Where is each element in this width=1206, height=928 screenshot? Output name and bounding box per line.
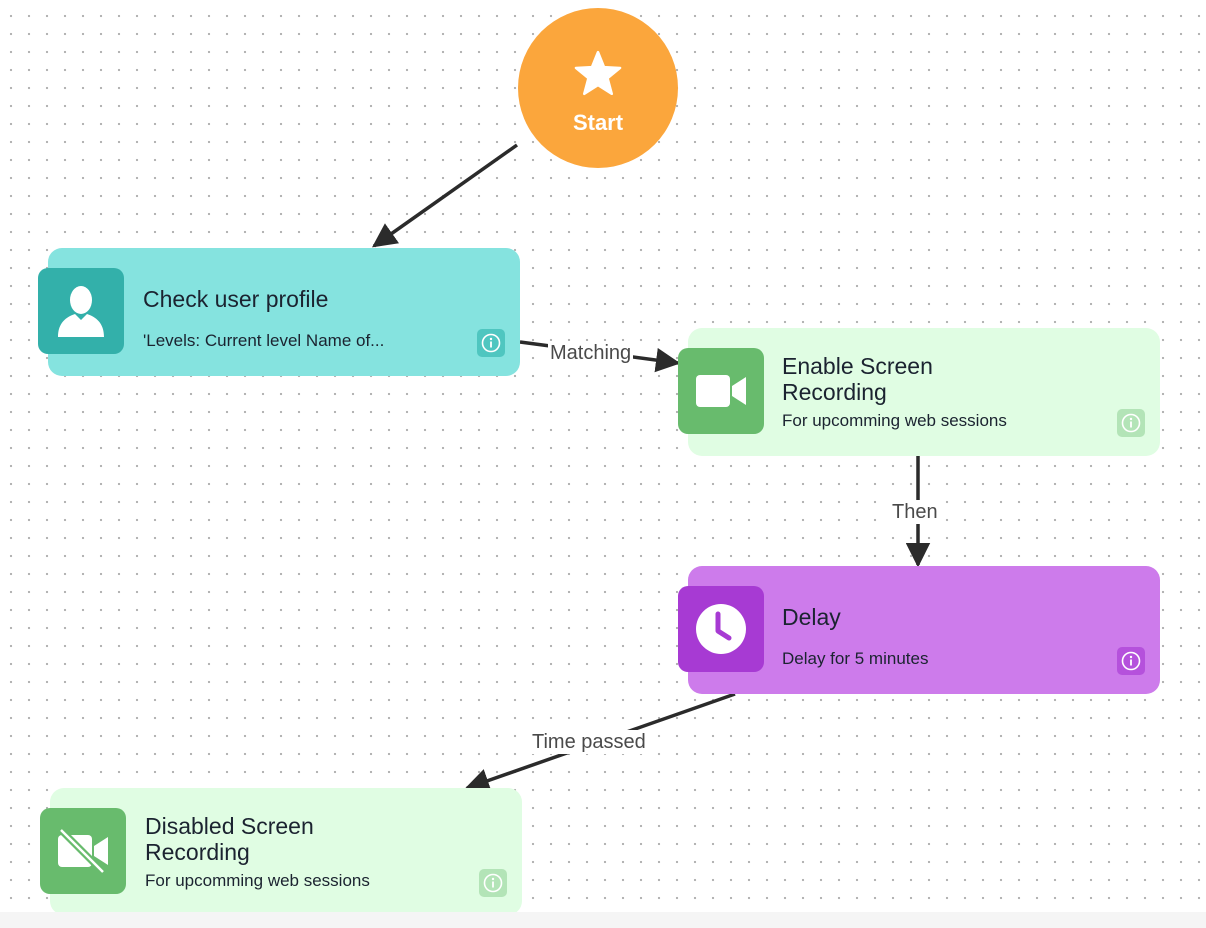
node-subtitle-disable-recording: For upcomming web sessions (145, 871, 370, 890)
edge-label-then: Then (890, 500, 940, 524)
user-icon-tile (38, 268, 124, 354)
info-icon (1121, 651, 1141, 671)
delay-node[interactable] (688, 566, 1160, 694)
video-camera-off-icon (58, 828, 108, 874)
start-node[interactable]: Start (518, 8, 678, 168)
node-subtitle-enable-recording: For upcomming web sessions (782, 411, 1007, 430)
node-subtitle-delay: Delay for 5 minutes (782, 649, 929, 668)
edge-label-time-passed: Time passed (530, 730, 648, 754)
clock-icon (696, 604, 746, 654)
info-icon (481, 333, 501, 353)
node-title-delay: Delay (782, 604, 841, 630)
video-camera-icon (696, 375, 746, 407)
check-user-profile-node[interactable] (48, 248, 520, 376)
clock-icon-tile (678, 586, 764, 672)
info-button-check-profile[interactable] (477, 329, 505, 357)
star-icon (574, 50, 622, 96)
node-subtitle-check-profile: 'Levels: Current level Name of... (143, 331, 385, 350)
video-camera-off-icon-tile (40, 808, 126, 894)
node-title-disable-recording: Disabled Screen Recording (145, 813, 314, 865)
info-button-disable-recording[interactable] (479, 869, 507, 897)
user-icon (58, 286, 104, 337)
info-button-enable-recording[interactable] (1117, 409, 1145, 437)
canvas-bottom-edge (0, 912, 1206, 928)
info-button-delay[interactable] (1117, 647, 1145, 675)
node-title-check-profile: Check user profile (143, 286, 329, 312)
edge-label-matching: Matching (548, 341, 634, 365)
info-icon (1121, 413, 1141, 433)
start-label: Start (572, 110, 624, 135)
edge-start-to-check-profile (371, 143, 519, 248)
enable-screen-recording-node[interactable] (688, 328, 1160, 456)
info-icon (483, 873, 503, 893)
video-camera-icon-tile (678, 348, 764, 434)
node-title-enable-recording: Enable Screen Recording (782, 353, 933, 405)
disabled-screen-recording-node[interactable] (50, 788, 522, 915)
